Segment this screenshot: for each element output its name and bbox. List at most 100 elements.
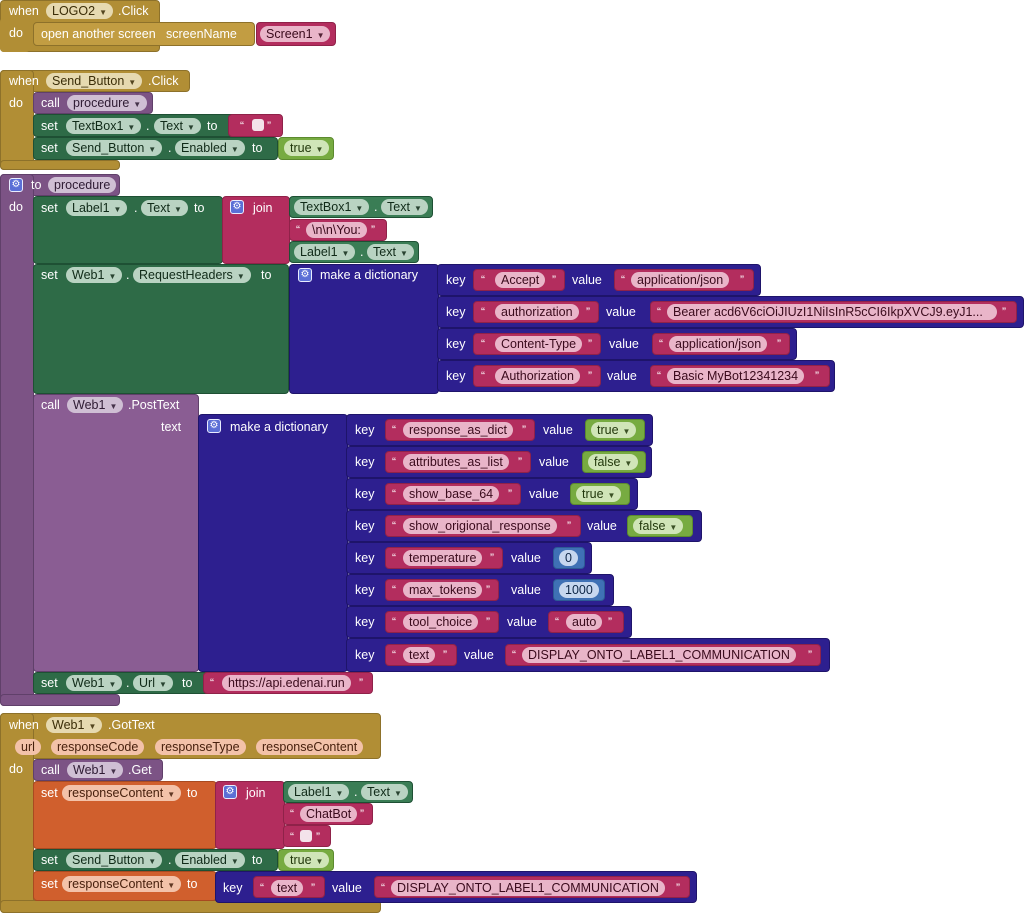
label1-dropdown[interactable]: Label1▼	[294, 244, 356, 260]
key-field[interactable]: attributes_as_list	[403, 454, 509, 470]
chatbot-field[interactable]: ChatBot	[300, 806, 358, 822]
gear-icon[interactable]: ⚙	[298, 268, 312, 282]
url-field[interactable]: https://api.edenai.run	[222, 675, 351, 691]
component-dropdown-logo2[interactable]: LOGO2▼	[46, 3, 113, 19]
number-field[interactable]: 1000	[559, 582, 599, 598]
key-field[interactable]: Content-Type	[495, 336, 583, 352]
value-field[interactable]: application/json	[669, 336, 768, 352]
value-label: value	[511, 583, 541, 597]
enabled-prop-dropdown[interactable]: Enabled▼	[175, 852, 245, 868]
text-prop-dropdown[interactable]: Text▼	[367, 244, 414, 260]
number-field[interactable]: 0	[559, 550, 578, 566]
text-prop-dropdown[interactable]: Text▼	[381, 199, 428, 215]
to-label: to	[187, 877, 198, 891]
set-label1-text-block[interactable]	[33, 196, 223, 264]
bool-dropdown[interactable]: true▼	[591, 422, 637, 438]
value-field[interactable]: Basic MyBot12341234	[667, 368, 805, 384]
web1-dropdown[interactable]: Web1▼	[66, 267, 123, 283]
bool-dropdown[interactable]: false▼	[633, 518, 684, 534]
value-label: value	[609, 337, 639, 351]
value-label: value	[511, 551, 541, 565]
param-responsetype[interactable]: responseType	[155, 739, 246, 755]
quote-open: “	[392, 551, 396, 565]
to-label: to	[187, 786, 198, 800]
value-field[interactable]: DISPLAY_ONTO_LABEL1_COMMUNICATION	[522, 647, 796, 663]
label1-dropdown[interactable]: Label1▼	[288, 784, 350, 800]
key-field[interactable]: temperature	[403, 550, 483, 566]
make-dictionary-headers[interactable]	[289, 264, 439, 394]
url-prop-dropdown[interactable]: Url▼	[133, 675, 173, 691]
quote-open: “	[392, 487, 396, 501]
open-screen-block[interactable]	[33, 22, 255, 46]
key-field[interactable]: Authorization	[495, 368, 580, 384]
key-field[interactable]: response_as_dict	[403, 422, 513, 438]
key-label: key	[223, 881, 243, 895]
text-prop-dropdown[interactable]: Text▼	[141, 200, 188, 216]
empty-string-field[interactable]	[300, 830, 312, 842]
textbox1-dropdown[interactable]: TextBox1▼	[294, 199, 370, 215]
param-responsecontent[interactable]: responseContent	[256, 739, 364, 755]
bool-dropdown[interactable]: false▼	[588, 454, 639, 470]
value-label: value	[543, 423, 573, 437]
value-field[interactable]: application/json	[631, 272, 730, 288]
web1-dropdown[interactable]: Web1▼	[67, 397, 124, 413]
enabled-prop-dropdown[interactable]: Enabled▼	[175, 140, 245, 156]
key-field[interactable]: show_origional_response	[403, 518, 557, 534]
send-button-dropdown[interactable]: Send_Button▼	[66, 140, 163, 156]
gear-icon[interactable]: ⚙	[223, 785, 237, 799]
quote-open: “	[392, 455, 396, 469]
label1-dropdown[interactable]: Label1▼	[66, 200, 128, 216]
procedure-dropdown[interactable]: procedure▼	[67, 95, 148, 111]
quote-open: “	[481, 369, 485, 383]
set-label: set	[41, 268, 58, 282]
quote-close: ”	[608, 615, 612, 629]
component-dropdown-web1[interactable]: Web1▼	[46, 717, 103, 733]
key-field[interactable]: authorization	[495, 304, 579, 320]
component-dropdown-send-button[interactable]: Send_Button▼	[46, 73, 143, 89]
param-responsecode[interactable]: responseCode	[51, 739, 145, 755]
key-field[interactable]: tool_choice	[403, 614, 479, 630]
procedure-name-field[interactable]: procedure	[48, 177, 117, 193]
dot-label: .	[126, 268, 130, 282]
bool-dropdown[interactable]: true▼	[576, 486, 622, 502]
key-field[interactable]: max_tokens	[403, 582, 483, 598]
text-prop-dropdown[interactable]: Text▼	[361, 784, 408, 800]
true-dropdown[interactable]: true▼	[284, 140, 330, 156]
web1-dropdown[interactable]: Web1▼	[66, 675, 123, 691]
quote-close: ”	[1002, 305, 1006, 319]
dot-label: .	[134, 201, 138, 215]
key-field[interactable]: text	[403, 647, 436, 663]
gear-icon[interactable]: ⚙	[9, 178, 23, 192]
event-name: .Click	[118, 4, 149, 18]
value-field[interactable]: auto	[566, 614, 603, 630]
web1-dropdown[interactable]: Web1▼	[67, 762, 124, 778]
call-label: call	[41, 96, 60, 110]
make-dictionary-body[interactable]	[198, 414, 348, 672]
text-prop-dropdown[interactable]: Text▼	[154, 118, 201, 134]
value-label: value	[572, 273, 602, 287]
empty-string-field[interactable]	[252, 119, 264, 131]
key-field[interactable]: Accept	[495, 272, 546, 288]
quote-close: ”	[360, 807, 364, 821]
send-button-dropdown[interactable]: Send_Button▼	[66, 852, 163, 868]
key-label: key	[355, 423, 375, 437]
key-field[interactable]: show_base_64	[403, 486, 500, 502]
responsecontent-dropdown[interactable]: responseContent▼	[62, 876, 182, 892]
quote-close: ”	[552, 273, 556, 287]
textbox1-dropdown[interactable]: TextBox1▼	[66, 118, 142, 134]
gear-icon[interactable]: ⚙	[230, 200, 244, 214]
param-url[interactable]: url	[15, 739, 41, 755]
string-field[interactable]: \n\n\You:	[306, 222, 367, 238]
key-field[interactable]: text	[271, 880, 304, 896]
gear-icon[interactable]: ⚙	[207, 419, 221, 433]
value-field[interactable]: DISPLAY_ONTO_LABEL1_COMMUNICATION	[391, 880, 665, 896]
quote-close: ”	[808, 648, 812, 662]
quote-close: ”	[486, 615, 490, 629]
requestheaders-dropdown[interactable]: RequestHeaders▼	[133, 267, 251, 283]
screen-dropdown[interactable]: Screen1▼	[260, 26, 331, 42]
value-field[interactable]: Bearer acd6V6ciOiJIUzI1NiIsInR5cCI6IkpXV…	[667, 304, 997, 320]
responsecontent-dropdown[interactable]: responseContent▼	[62, 785, 182, 801]
set-web1-requestheaders-block[interactable]	[33, 264, 289, 394]
call-web1-posttext-block[interactable]	[33, 394, 199, 672]
true-dropdown[interactable]: true▼	[284, 852, 330, 868]
